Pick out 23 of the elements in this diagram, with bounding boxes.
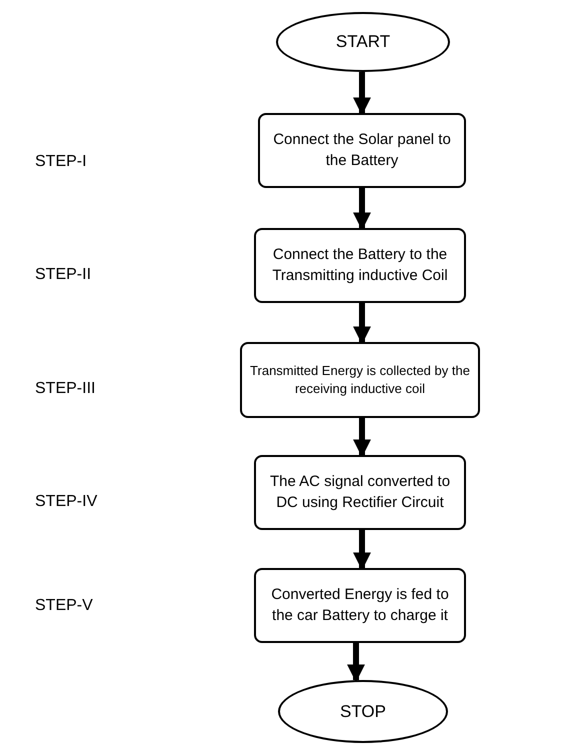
node-text: Connect the Solar panel to the Battery: [272, 130, 452, 170]
node-text: Connect the Battery to the Transmitting inductive Coil: [271, 244, 449, 286]
arrow: [353, 303, 371, 344]
step-label: STEP-III: [35, 379, 96, 399]
process-box: [240, 342, 480, 418]
arrow: [353, 188, 371, 230]
step-label: STEP-V: [35, 596, 93, 616]
node-text: Transmitted Energy is collected by the receiving inductive coil: [250, 362, 470, 398]
node-text: STOP: [340, 700, 386, 723]
process-box: [254, 228, 466, 303]
process-box: [254, 568, 466, 643]
step-label: STEP-IV: [35, 492, 98, 512]
arrow: [347, 643, 365, 682]
process-box: [258, 113, 466, 188]
node-text: START: [336, 31, 390, 54]
step-label: STEP-II: [35, 265, 92, 285]
node-text: The AC signal converted to DC using Rectifier Circuit: [268, 472, 452, 512]
arrow: [353, 530, 371, 570]
step-label: STEP-I: [35, 152, 87, 172]
arrow: [353, 72, 371, 116]
process-box: [254, 455, 466, 530]
arrow: [353, 418, 371, 458]
node-text: Converted Energy is fed to the car Battery to charge it: [270, 584, 450, 626]
